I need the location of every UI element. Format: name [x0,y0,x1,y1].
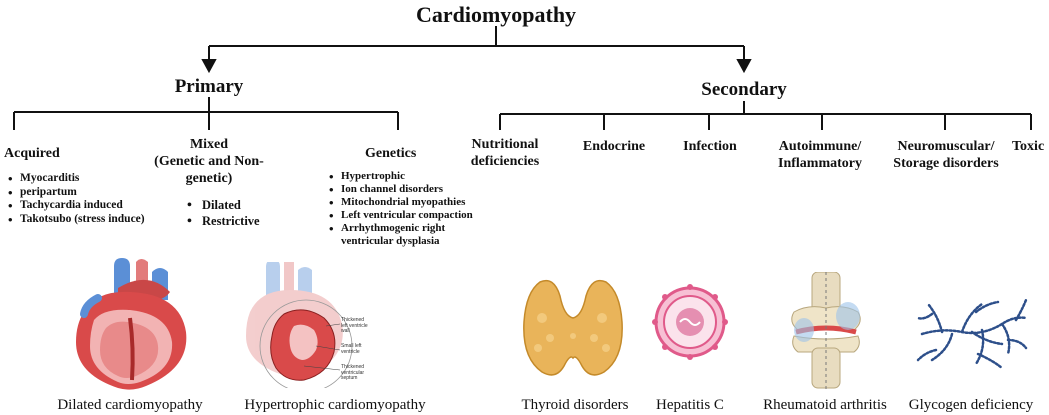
dilated-caption: Dilated cardiomyopathy [57,397,203,413]
hepatitis-c-virus-illustration [652,284,728,360]
autoimmune-heading: Autoimmune/ Inflammatory [778,139,862,171]
diagram-title: Cardiomyopathy [415,2,577,27]
glycogen-molecule-illustration [916,298,1028,370]
neuromuscular-heading: Neuromuscular/ Storage disorders [893,139,999,171]
glycogen-caption: Glycogen deficiency [908,397,1034,413]
nutritional-heading: Nutritional deficiencies [470,137,540,169]
knee-joint-illustration [791,272,861,390]
list-item: Mitochondrial myopathies [327,196,487,209]
list-item: Tachycardia induced [6,199,206,213]
primary-heading: Primary [174,76,244,97]
dilated-heart-illustration [76,258,187,390]
acquired-heading: Acquired [4,146,60,161]
mixed-heading: Mixed (Genetic and Non- genetic) [154,137,264,186]
genetics-list: Hypertrophic Ion channel disorders Mitoc… [327,170,487,248]
list-item: Ion channel disorders [327,183,487,196]
hepatitis-caption: Hepatitis C [656,397,724,413]
mixed-list: Dilated Restrictive [184,198,284,229]
list-item: Restrictive [184,214,284,230]
callout-thickened-septum: Thickened ventricular septum [341,364,365,381]
list-item: Takotsubo (stress induce) [6,213,206,227]
hypertrophic-caption: Hypertrophic cardiomyopathy [244,397,426,413]
secondary-heading: Secondary [701,79,787,100]
toxic-heading: Toxic [1012,139,1045,154]
list-item: peripartum [6,186,206,200]
list-item: Myocarditis [6,172,206,186]
thyroid-caption: Thyroid disorders [521,397,629,413]
infection-heading: Infection [683,139,737,154]
hypertrophic-heart-illustration [246,262,353,388]
endocrine-heading: Endocrine [582,139,646,154]
list-item: Hypertrophic [327,170,487,183]
thyroid-gland-illustration [523,279,623,376]
genetics-heading: Genetics [365,146,417,161]
list-item-continuation: ventricular dysplasia [341,235,440,247]
list-item: Left ventricular compaction [327,209,487,222]
acquired-list: Myocarditis peripartum Tachycardia induc… [6,172,206,226]
callout-small-ventricle: Small left ventricle [341,343,362,355]
list-item: Dilated [184,198,284,214]
list-item: Arrhythmogenic right [327,222,487,235]
rheumatoid-caption: Rheumatoid arthritis [763,397,887,413]
callout-thickened-wall: Thickened left ventricle wall [341,317,368,334]
